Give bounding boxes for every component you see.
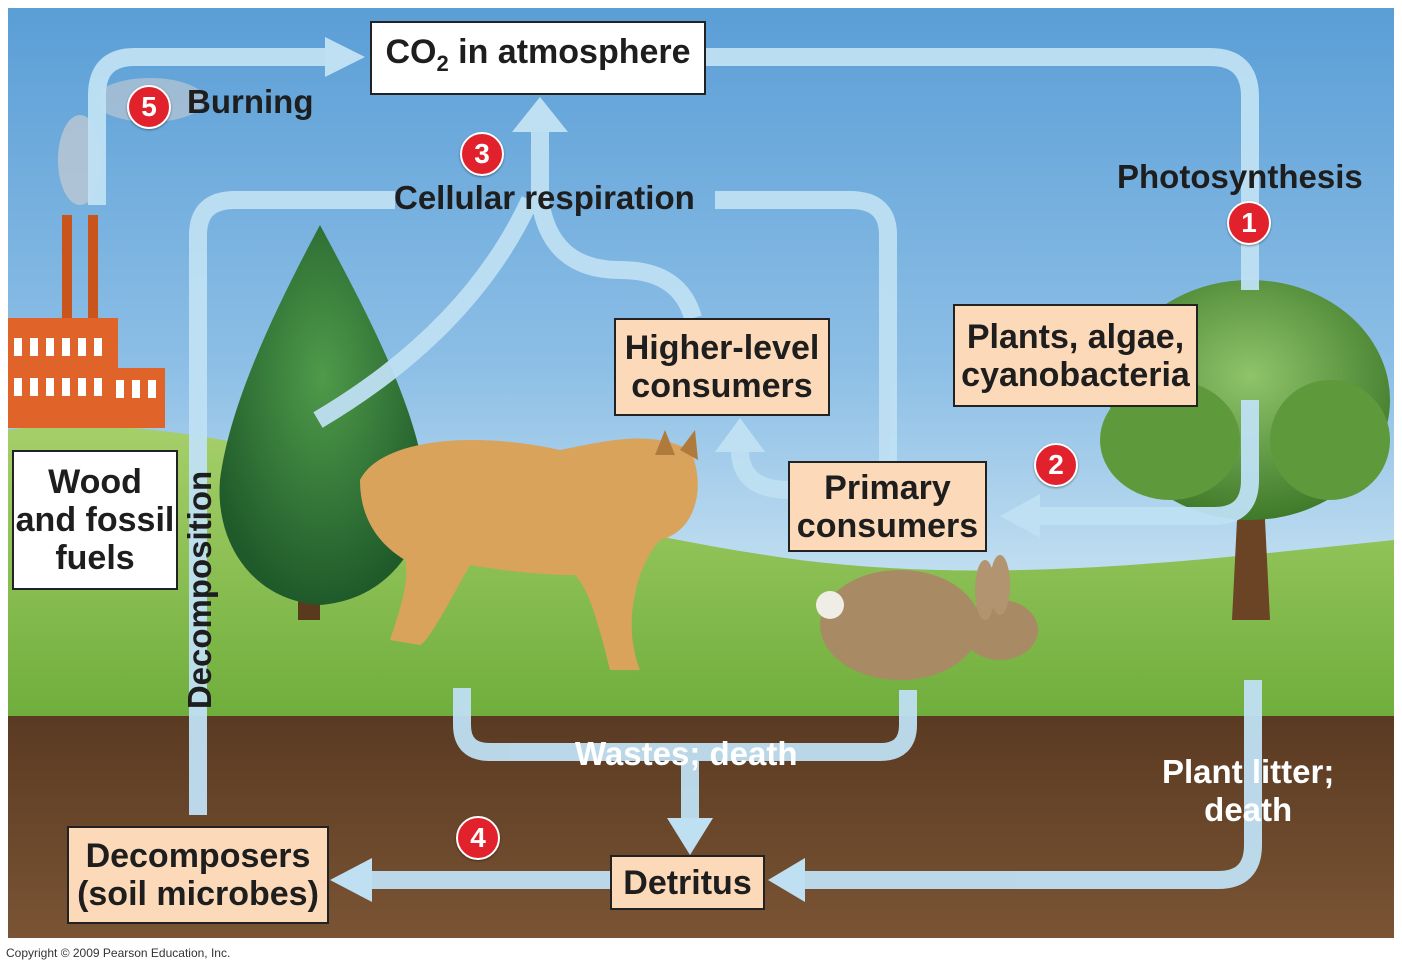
co2-subscript: 2	[436, 50, 449, 76]
arrow-plant-litter	[800, 680, 1262, 889]
primary-line-1: Primary	[824, 468, 951, 507]
node-decomposers: Decomposers (soil microbes)	[67, 826, 329, 924]
factory-illustration	[8, 78, 205, 428]
co2-rest-text: in atmosphere	[448, 33, 691, 72]
lynx-illustration	[360, 430, 698, 670]
plants-line-2: cyanobacteria	[961, 355, 1190, 394]
arrow-respiration-decomposition	[189, 191, 395, 815]
step-badge-2: 2	[1034, 443, 1078, 487]
arrow-respiration-higher	[531, 198, 702, 321]
plant-litter-line-1: Plant litter;	[1162, 753, 1335, 790]
arrowhead-to-primary	[1000, 494, 1040, 538]
arrow-respiration-primary	[715, 191, 897, 462]
decomposers-line-1: Decomposers	[85, 837, 311, 875]
co2-main-text: CO	[385, 33, 437, 72]
arrowhead-burning	[325, 37, 365, 77]
label-wastes-death: Wastes; death	[575, 735, 798, 772]
arrow-respiration-pine	[313, 196, 539, 428]
rabbit-illustration	[816, 555, 1038, 680]
step-badge-5: 5	[127, 85, 171, 129]
arrowhead-respiration	[512, 97, 568, 132]
plants-line-1: Plants, algae,	[966, 317, 1185, 356]
higher-level-line-2: consumers	[631, 367, 813, 405]
plant-litter-line-2: death	[1204, 791, 1293, 828]
arrow-wastes-death	[453, 688, 917, 761]
label-burning: Burning	[187, 83, 314, 120]
wood-line-1: Wood	[48, 463, 142, 501]
node-primary-consumers: Primary consumers	[788, 461, 987, 552]
arrow-burning	[88, 48, 330, 205]
label-cellular-respiration: Cellular respiration	[394, 179, 695, 216]
label-photosynthesis: Photosynthesis	[1117, 158, 1363, 195]
primary-line-2: consumers	[796, 506, 979, 545]
arrowhead-to-detritus	[667, 818, 713, 855]
node-plants: Plants, algae, cyanobacteria	[953, 304, 1198, 407]
co2-label: CO2 in atmosphere	[385, 33, 690, 83]
arrowhead-litter-to-detritus	[768, 858, 805, 902]
arrow-photosynthesis	[704, 48, 1259, 290]
decomposers-line-2: (soil microbes)	[77, 875, 319, 913]
node-detritus: Detritus	[610, 855, 765, 910]
detritus-label: Detritus	[623, 863, 752, 902]
copyright-notice: Copyright © 2009 Pearson Education, Inc.	[6, 946, 231, 960]
flow-arrows	[88, 48, 1262, 889]
step-badge-3: 3	[460, 132, 504, 176]
arrow-plants-to-primary	[1040, 400, 1259, 525]
node-co2-atmosphere: CO2 in atmosphere	[370, 21, 706, 95]
higher-level-line-1: Higher-level	[624, 329, 820, 367]
node-wood-fossil-fuels: Wood and fossil fuels	[12, 450, 178, 590]
wood-line-3: fuels	[55, 539, 135, 577]
step-badge-1: 1	[1227, 201, 1271, 245]
node-higher-level-consumers: Higher-level consumers	[614, 318, 830, 416]
wood-line-2: and fossil	[15, 501, 175, 539]
label-plant-litter: Plant litter; death	[1162, 753, 1334, 829]
step-badge-4: 4	[456, 816, 500, 860]
arrowheads	[325, 37, 1040, 902]
arrowhead-to-higher	[715, 418, 765, 452]
arrowhead-to-decomposers	[330, 858, 372, 902]
label-decomposition: Decomposition	[181, 470, 218, 710]
arrow-primary-to-higher	[731, 449, 791, 499]
